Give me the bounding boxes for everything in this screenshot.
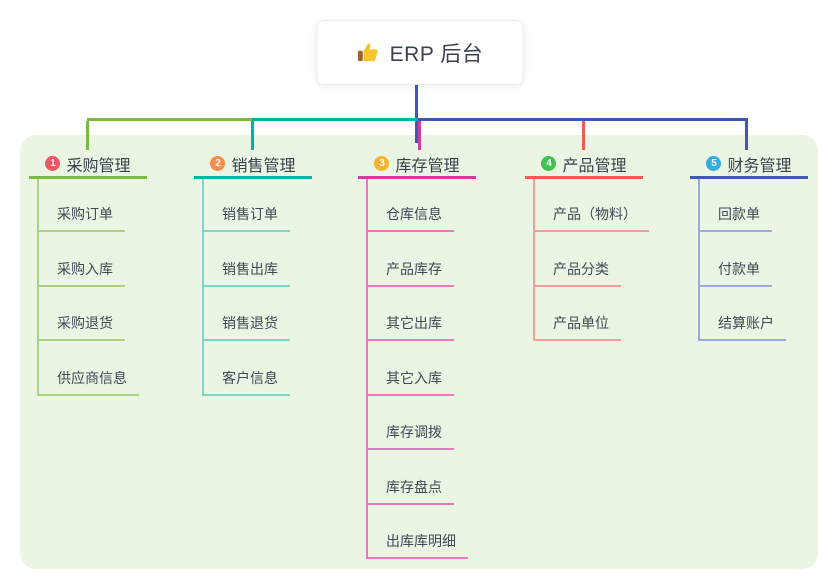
branch-node[interactable]: 5 财务管理 xyxy=(690,151,808,179)
branch-number-badge: 5 xyxy=(706,156,722,171)
child-node[interactable]: 仓库信息 xyxy=(366,206,454,232)
child-connector-line xyxy=(37,179,39,396)
child-node[interactable]: 库存盘点 xyxy=(366,479,454,505)
child-node[interactable]: 客户信息 xyxy=(202,370,290,396)
child-connector-line xyxy=(202,179,204,396)
child-node[interactable]: 产品分类 xyxy=(533,261,621,287)
child-node[interactable]: 结算账户 xyxy=(698,315,786,341)
child-node[interactable]: 采购入库 xyxy=(37,261,125,287)
child-node[interactable]: 产品单位 xyxy=(533,315,621,341)
branches-panel xyxy=(20,135,818,569)
root-node[interactable]: ERP 后台 xyxy=(316,20,524,85)
child-node[interactable]: 采购订单 xyxy=(37,206,125,232)
branch-drop-line xyxy=(745,121,748,150)
child-node[interactable]: 采购退货 xyxy=(37,315,125,341)
branch-number-badge: 2 xyxy=(210,156,226,171)
child-node[interactable]: 回款单 xyxy=(698,206,772,232)
child-node[interactable]: 销售出库 xyxy=(202,261,290,287)
branch-drop-line xyxy=(582,121,585,150)
child-connector-line xyxy=(533,179,535,341)
child-node[interactable]: 出库库明细 xyxy=(366,533,468,559)
branch-node[interactable]: 2 销售管理 xyxy=(194,151,312,179)
branch-label: 财务管理 xyxy=(727,157,792,175)
branch-number-badge: 1 xyxy=(45,156,61,171)
child-node[interactable]: 其它出库 xyxy=(366,315,454,341)
root-title: ERP 后台 xyxy=(389,42,484,66)
branch-node[interactable]: 4 产品管理 xyxy=(525,151,643,179)
child-node[interactable]: 销售退货 xyxy=(202,315,290,341)
branch-drop-line xyxy=(418,121,421,150)
bus-line xyxy=(87,118,252,121)
branch-label: 销售管理 xyxy=(231,157,296,175)
child-connector-line xyxy=(366,179,368,559)
branch-node[interactable]: 1 采购管理 xyxy=(29,151,147,179)
branch-label: 库存管理 xyxy=(395,157,460,175)
child-node[interactable]: 产品（物料） xyxy=(533,206,649,232)
branch-node[interactable]: 3 库存管理 xyxy=(358,151,476,179)
child-node[interactable]: 产品库存 xyxy=(366,261,454,287)
root-trunk-line xyxy=(415,83,418,143)
branch-number-badge: 4 xyxy=(541,156,557,171)
child-connector-line xyxy=(698,179,700,341)
branch-number-badge: 3 xyxy=(374,156,390,171)
child-node[interactable]: 库存调拨 xyxy=(366,424,454,450)
branch-drop-line xyxy=(86,121,89,150)
child-node[interactable]: 其它入库 xyxy=(366,370,454,396)
thumbs-up-icon xyxy=(357,41,380,64)
branch-drop-line xyxy=(251,121,254,150)
child-node[interactable]: 销售订单 xyxy=(202,206,290,232)
branch-label: 产品管理 xyxy=(562,157,627,175)
child-node[interactable]: 供应商信息 xyxy=(37,370,139,396)
bus-line xyxy=(252,118,418,121)
branch-label: 采购管理 xyxy=(66,157,131,175)
child-node[interactable]: 付款单 xyxy=(698,261,772,287)
bus-line xyxy=(418,118,748,121)
